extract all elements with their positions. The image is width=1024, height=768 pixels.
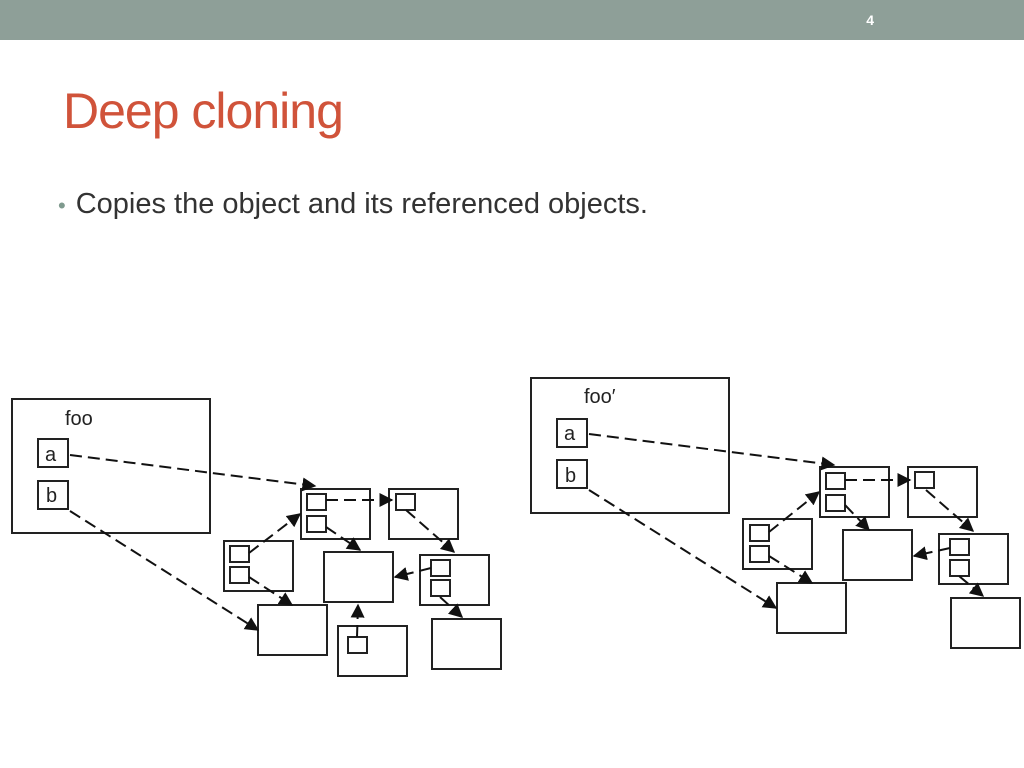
- object-node-field: [229, 566, 250, 584]
- bullet-list: • Copies the object and its referenced o…: [58, 188, 648, 221]
- foo-clone-object-label: foo′: [584, 386, 616, 408]
- foo-clone-field-a-box: [556, 418, 588, 448]
- object-node: [842, 529, 913, 581]
- reference-arrow: [350, 603, 365, 638]
- object-node: [223, 540, 294, 592]
- header-bar: 4: [0, 0, 1024, 40]
- cloned-object-graph: [530, 377, 1021, 649]
- object-node-field: [749, 524, 770, 542]
- original-object-graph: [11, 398, 502, 677]
- object-node: [776, 582, 847, 634]
- foo-clone-field-b-box: [556, 459, 588, 489]
- object-node-field: [825, 472, 846, 490]
- foo-field-b-label: b: [46, 485, 57, 507]
- object-node-field: [825, 494, 846, 512]
- bullet-dot-icon: •: [58, 193, 66, 218]
- object-node-field: [949, 559, 970, 577]
- reference-arrow: [588, 433, 836, 471]
- object-node: [907, 466, 978, 518]
- reference-arrow: [768, 491, 821, 533]
- reference-arrow: [844, 504, 870, 532]
- reference-arrow: [248, 576, 294, 606]
- slide-title: Deep cloning: [63, 83, 344, 139]
- reference-arrow: [248, 513, 302, 554]
- reference-arrow: [925, 489, 975, 532]
- slide-number: 4: [866, 12, 874, 28]
- object-node-field: [306, 515, 327, 533]
- reference-arrow: [912, 546, 951, 561]
- object-node-field: [430, 559, 451, 577]
- foo-field-a-label: a: [45, 444, 57, 466]
- object-node: [431, 618, 502, 670]
- object-node-field: [395, 493, 416, 511]
- object-node-field: [347, 636, 368, 654]
- bullet-text: Copies the object and its referenced obj…: [75, 188, 648, 220]
- reference-arrow: [393, 567, 432, 581]
- bullet-item: • Copies the object and its referenced o…: [58, 188, 648, 221]
- reference-arrow: [768, 555, 814, 584]
- object-node: [950, 597, 1021, 649]
- foo-field-b-box: [37, 480, 69, 510]
- object-node-field: [306, 493, 327, 511]
- foo-clone-field-a-label: a: [564, 423, 576, 445]
- object-node-field: [229, 545, 250, 563]
- foo-field-a-box: [37, 438, 69, 468]
- object-node: [323, 551, 394, 603]
- foo-object-box: [11, 398, 211, 534]
- reference-arrow: [958, 575, 985, 597]
- reference-arrow: [439, 596, 464, 618]
- object-node: [337, 625, 408, 677]
- reference-arrow: [405, 509, 456, 553]
- object-node-field: [914, 471, 935, 489]
- object-node: [819, 466, 890, 518]
- foo-object-label: foo: [65, 408, 93, 430]
- object-node: [742, 518, 813, 570]
- object-node-field: [430, 579, 451, 597]
- reference-arrow: [588, 489, 778, 609]
- foo-clone-object-box: [530, 377, 730, 514]
- object-node: [257, 604, 328, 656]
- reference-arrow: [69, 454, 317, 492]
- reference-arrow: [325, 526, 362, 551]
- object-node-field: [949, 538, 970, 556]
- foo-clone-field-b-label: b: [565, 465, 576, 487]
- object-node: [388, 488, 459, 540]
- object-node-field: [749, 545, 770, 563]
- reference-arrow: [69, 510, 260, 631]
